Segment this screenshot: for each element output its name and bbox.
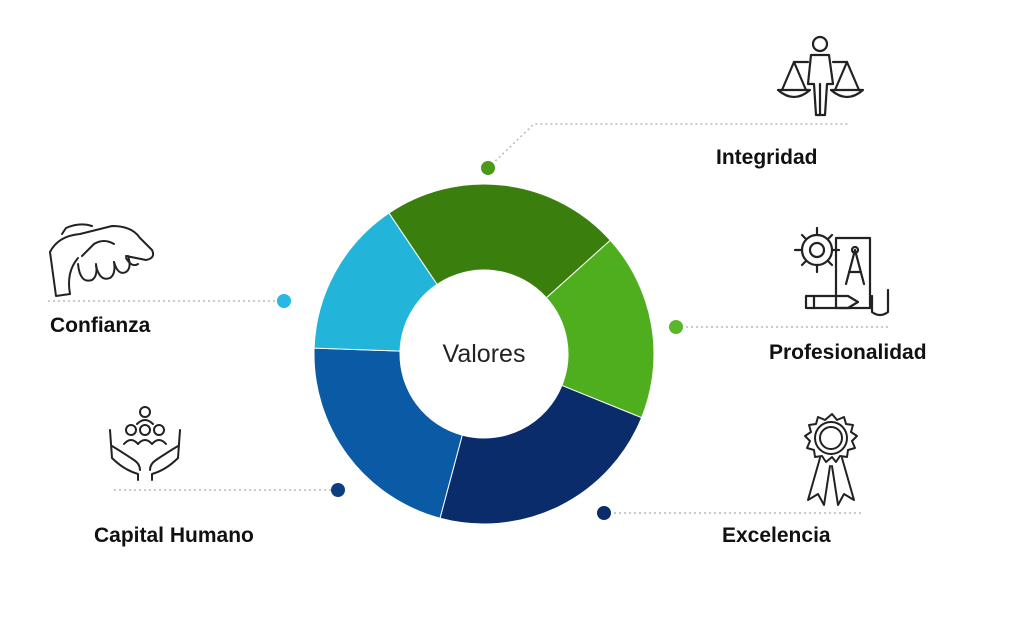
label-profesionalidad: Profesionalidad (769, 341, 927, 364)
scales-of-justice-icon (776, 35, 865, 117)
gear-compass-pencil-icon (793, 226, 890, 317)
label-excelencia: Excelencia (722, 524, 831, 547)
values-ring (313, 183, 655, 525)
handshake-icon (49, 223, 155, 297)
dot-integridad (481, 161, 495, 175)
dot-capital-humano (331, 483, 345, 497)
connector-lines (48, 123, 890, 514)
label-capital-humano: Capital Humano (94, 524, 254, 547)
award-ribbon-icon (804, 413, 858, 506)
label-confianza: Confianza (50, 314, 151, 337)
label-integridad: Integridad (716, 146, 818, 169)
dot-excelencia (597, 506, 611, 520)
dot-confianza (277, 294, 291, 308)
dot-profesionalidad (669, 320, 683, 334)
people-in-hands-icon (109, 406, 181, 481)
connector-integridad (487, 123, 850, 169)
center-label: Valores (443, 340, 526, 368)
donut-hole (400, 270, 568, 438)
